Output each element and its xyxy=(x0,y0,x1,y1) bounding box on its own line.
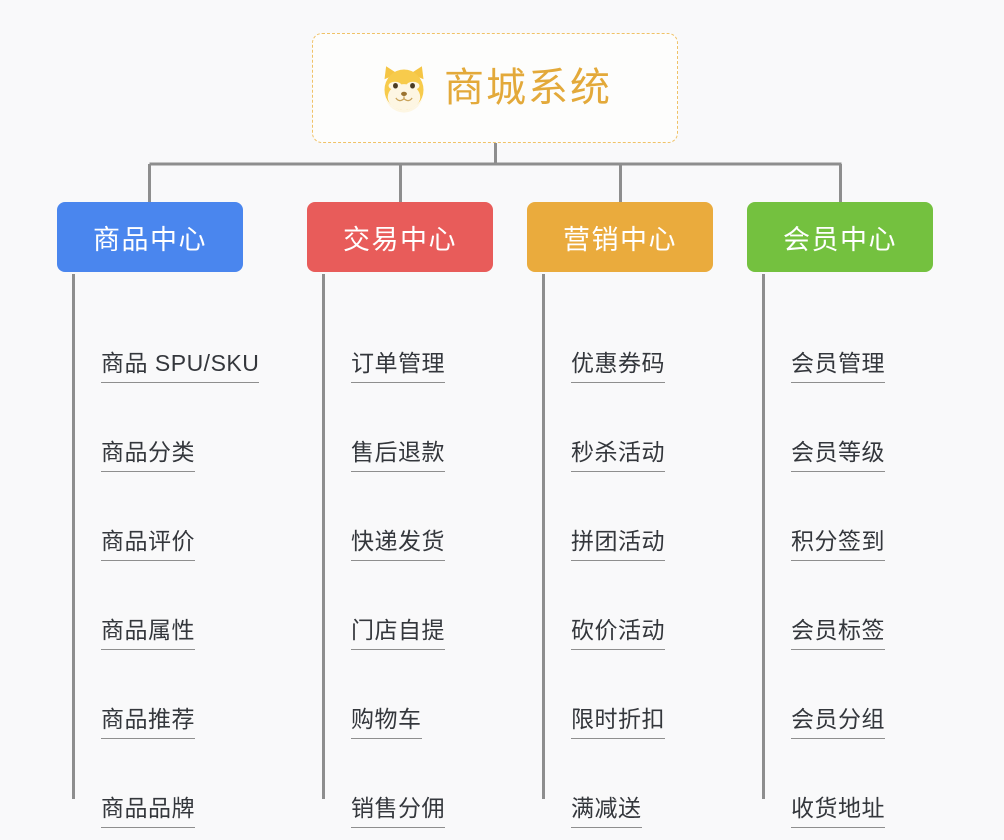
leaf-item-label: 商品评价 xyxy=(101,528,195,561)
leaf-item-label: 限时折扣 xyxy=(571,706,665,739)
leaf-item[interactable]: 销售分佣 xyxy=(323,739,497,828)
category-column-marketing: 营销中心 优惠券码 秒杀活动 拼团活动 砍价活动 限时折扣 xyxy=(527,202,717,828)
category-column-member: 会员中心 会员管理 会员等级 积分签到 会员标签 会员分组 xyxy=(747,202,937,828)
leaf-list-product: 商品 SPU/SKU 商品分类 商品评价 商品属性 商品推荐 商品品牌 xyxy=(57,272,260,828)
leaf-item-label: 会员管理 xyxy=(791,350,885,383)
leaf-item[interactable]: 收货地址 xyxy=(763,739,937,828)
leaf-item-label: 秒杀活动 xyxy=(571,439,665,472)
leaf-list-member: 会员管理 会员等级 积分签到 会员标签 会员分组 收货地址 xyxy=(747,272,937,828)
leaf-item-label: 拼团活动 xyxy=(571,528,665,561)
leaf-item-label: 收货地址 xyxy=(791,795,885,828)
root-title: 商城系统 xyxy=(444,66,612,110)
category-header-trade[interactable]: 交易中心 xyxy=(307,202,493,272)
leaf-item[interactable]: 积分签到 xyxy=(763,472,937,561)
leaf-item-label: 购物车 xyxy=(351,706,422,739)
leaf-item[interactable]: 会员等级 xyxy=(763,383,937,472)
category-header-label: 营销中心 xyxy=(563,224,677,255)
leaf-item-label: 商品 SPU/SKU xyxy=(101,350,260,383)
leaf-item[interactable]: 商品品牌 xyxy=(73,739,247,828)
leaf-item[interactable]: 砍价活动 xyxy=(543,561,717,650)
root-node[interactable]: 商城系统 xyxy=(312,33,678,143)
category-header-label: 商品中心 xyxy=(93,224,207,255)
leaf-item-label: 积分签到 xyxy=(791,528,885,561)
leaf-item-label: 会员标签 xyxy=(791,617,885,650)
leaf-item-label: 砍价活动 xyxy=(571,617,665,650)
leaf-item[interactable]: 优惠券码 xyxy=(543,294,717,383)
leaf-item[interactable]: 商品推荐 xyxy=(73,650,247,739)
leaf-item[interactable]: 购物车 xyxy=(323,650,497,739)
leaf-item-label: 门店自提 xyxy=(351,617,445,650)
leaf-item[interactable]: 订单管理 xyxy=(323,294,497,383)
category-header-member[interactable]: 会员中心 xyxy=(747,202,933,272)
leaf-item[interactable]: 限时折扣 xyxy=(543,650,717,739)
leaf-item[interactable]: 门店自提 xyxy=(323,561,497,650)
category-header-label: 交易中心 xyxy=(343,224,457,255)
leaf-item-label: 商品分类 xyxy=(101,439,195,472)
category-column-product: 商品中心 商品 SPU/SKU 商品分类 商品评价 商品属性 商品推荐 xyxy=(57,202,260,828)
leaf-list-trade: 订单管理 售后退款 快递发货 门店自提 购物车 销售分佣 xyxy=(307,272,497,828)
leaf-item[interactable]: 秒杀活动 xyxy=(543,383,717,472)
leaf-item[interactable]: 会员标签 xyxy=(763,561,937,650)
leaf-item[interactable]: 会员分组 xyxy=(763,650,937,739)
leaf-item[interactable]: 商品评价 xyxy=(73,472,247,561)
leaf-item[interactable]: 拼团活动 xyxy=(543,472,717,561)
shiba-dog-face-icon xyxy=(384,66,424,113)
category-header-label: 会员中心 xyxy=(783,224,897,255)
leaf-item-label: 会员等级 xyxy=(791,439,885,472)
leaf-item-label: 销售分佣 xyxy=(351,795,445,828)
leaf-item[interactable]: 商品分类 xyxy=(73,383,247,472)
category-header-product[interactable]: 商品中心 xyxy=(57,202,243,272)
leaf-item-label: 满减送 xyxy=(571,795,642,828)
leaf-list-marketing: 优惠券码 秒杀活动 拼团活动 砍价活动 限时折扣 满减送 xyxy=(527,272,717,828)
leaf-item[interactable]: 会员管理 xyxy=(763,294,937,383)
leaf-item-label: 优惠券码 xyxy=(571,350,665,383)
leaf-item-label: 订单管理 xyxy=(351,350,445,383)
leaf-item[interactable]: 商品属性 xyxy=(73,561,247,650)
leaf-item-label: 会员分组 xyxy=(791,706,885,739)
leaf-item[interactable]: 售后退款 xyxy=(323,383,497,472)
leaf-item-label: 快递发货 xyxy=(351,528,445,561)
category-header-marketing[interactable]: 营销中心 xyxy=(527,202,713,272)
leaf-item[interactable]: 商品 SPU/SKU xyxy=(73,294,260,383)
leaf-item-label: 商品属性 xyxy=(101,617,195,650)
leaf-item-label: 售后退款 xyxy=(351,439,445,472)
leaf-item[interactable]: 满减送 xyxy=(543,739,717,828)
leaf-item-label: 商品品牌 xyxy=(101,795,195,828)
leaf-item-label: 商品推荐 xyxy=(101,706,195,739)
category-column-trade: 交易中心 订单管理 售后退款 快递发货 门店自提 购物车 xyxy=(307,202,497,828)
leaf-item[interactable]: 快递发货 xyxy=(323,472,497,561)
